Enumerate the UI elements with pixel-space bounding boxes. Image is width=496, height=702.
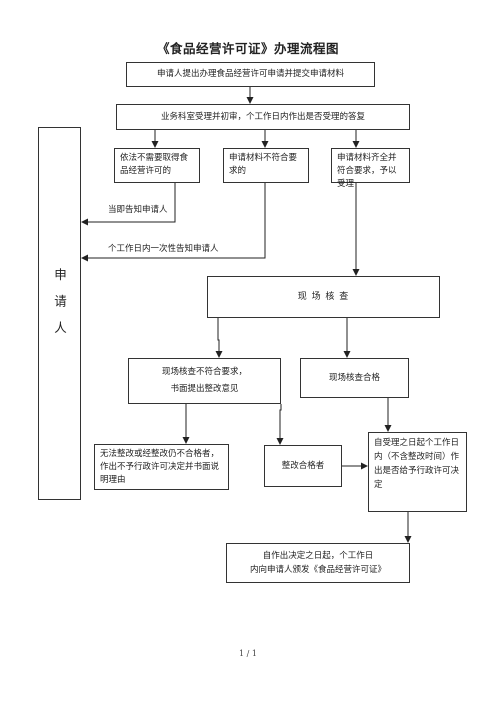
- page-title: 《食品经营许可证》办理流程图: [156, 41, 339, 56]
- materials-complete-box: 申请材料齐全并符合要求，予以受理: [331, 148, 410, 189]
- applicant-box: 申请人: [38, 127, 81, 500]
- applicant-label: 申请人: [52, 268, 67, 348]
- review-box: 业务科室受理并初审，个工作日内作出是否受理的答复: [116, 104, 410, 130]
- inspection-pass-box: 现场核查合格: [300, 358, 409, 398]
- arrow-not-meet-to-applicant: [81, 183, 266, 262]
- materials-not-meet-box: 申请材料不符合要求的: [223, 148, 309, 183]
- inspection-fail-line1: 现场核查不符合要求，: [161, 367, 247, 377]
- arrow-fail-to-rectified: [276, 404, 284, 445]
- issue-line1: 自作出决定之日起，个工作日: [262, 551, 374, 561]
- issue-line2: 内向申请人颁发《食品经营许可证》: [249, 565, 386, 575]
- arrow-inspection-to-fail: [215, 318, 223, 358]
- notify-immediately-note: 当即告知申请人: [108, 205, 168, 215]
- reject-decision-box: 无法整改或经整改仍不合格者，作出不予行政许可决定并书面说明理由: [94, 444, 229, 490]
- arrow-no-need-to-applicant: [81, 183, 176, 226]
- license-decision-box: 自受理之日起个工作日内（不含整改时间）作出是否给予行政许可决定: [368, 432, 467, 512]
- onsite-inspection-box: 现 场 核 查: [207, 276, 440, 318]
- rectified-box: 整改合格者: [264, 445, 342, 487]
- page-number: 1 / 1: [239, 649, 257, 658]
- inspection-fail-box: 现场核查不符合要求， 书面提出整改意见: [128, 358, 281, 404]
- no-license-needed-box: 依法不需要取得食品经营许可的: [114, 148, 200, 183]
- notify-once-note: 个工作日内一次性告知申请人: [108, 244, 219, 254]
- submit-application-box: 申请人提出办理食品经营许可申请并提交申请材料: [126, 62, 375, 87]
- issue-license-box: 自作出决定之日起，个工作日 内向申请人颁发《食品经营许可证》: [226, 543, 410, 583]
- inspection-fail-line2: 书面提出整改意见: [170, 384, 239, 394]
